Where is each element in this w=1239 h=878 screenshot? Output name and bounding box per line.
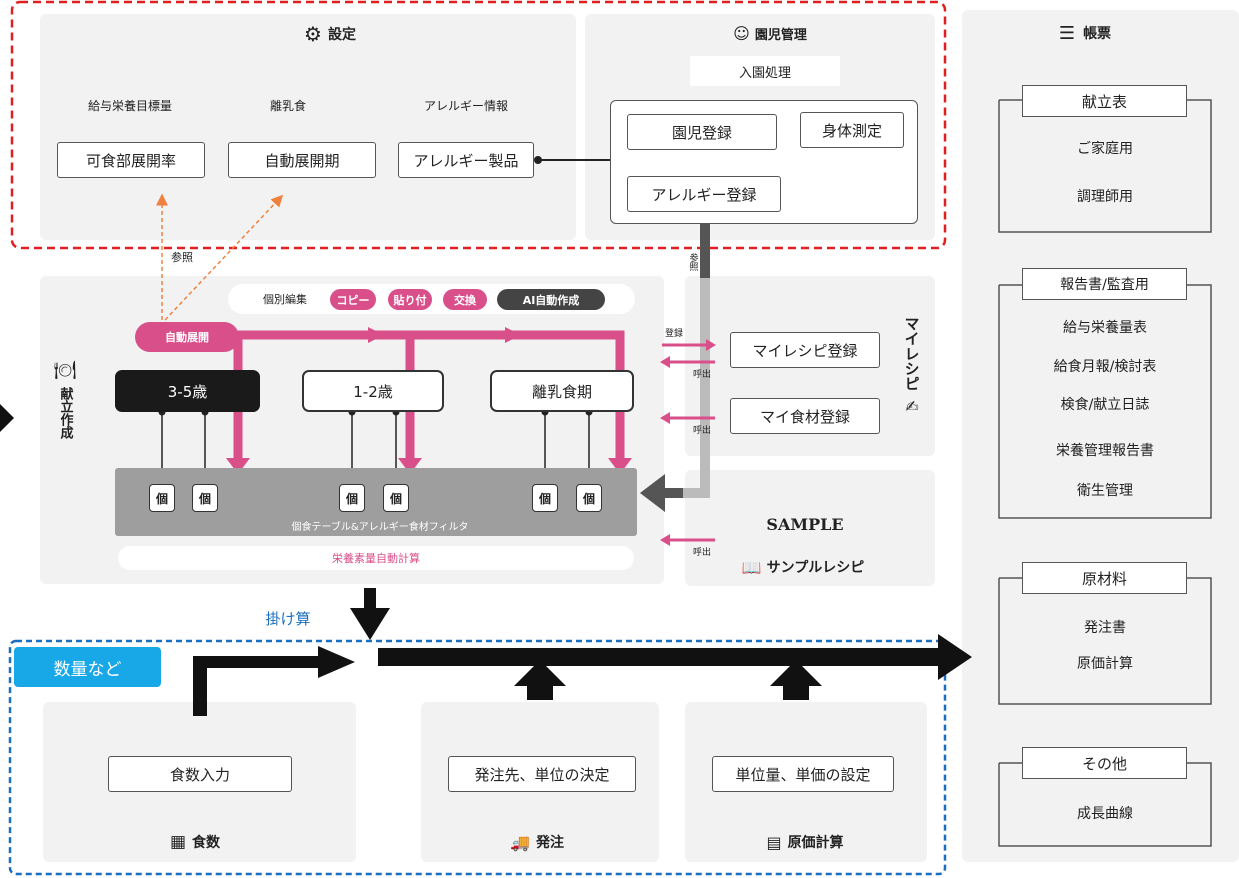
- report-group-header[interactable]: 報告書/監査用: [1022, 268, 1187, 300]
- my-ingredient-register-button[interactable]: マイ食材登録: [730, 398, 880, 434]
- ref-label: 参照: [171, 251, 193, 264]
- settings-panel: [40, 14, 576, 240]
- quantity-badge: 数量など: [14, 647, 161, 687]
- report-item[interactable]: 調理師用: [1077, 189, 1133, 205]
- filter-label: 個食テーブル&アレルギー食材フィルタ: [291, 521, 469, 533]
- order-title: 🚚 発注: [510, 832, 564, 852]
- admission-label: 入園処理: [690, 56, 840, 86]
- individual-mark[interactable]: 個: [532, 484, 558, 512]
- document-icon: ☰: [1058, 22, 1076, 44]
- multiply-label: 掛け算: [265, 609, 311, 628]
- cost-title: ▤ 原価計算: [766, 832, 844, 852]
- allergy-register-button[interactable]: アレルギー登録: [627, 176, 781, 212]
- sample-recipe-label: 📖 サンプルレシピ: [741, 557, 865, 577]
- settings-highlight-frame: [10, 0, 947, 250]
- unit-price-setting-button[interactable]: 単位量、単価の設定: [712, 756, 894, 792]
- call-label: 呼出: [692, 369, 711, 380]
- individual-mark[interactable]: 個: [192, 484, 218, 512]
- reports-panel: [962, 10, 1239, 862]
- truck-icon: 🚚: [510, 832, 530, 852]
- settings-item-label-1: 給与栄養目標量: [87, 98, 172, 113]
- allergy-product-button[interactable]: アレルギー製品: [398, 142, 534, 178]
- child-mgmt-title: ☺ 園児管理: [733, 23, 807, 43]
- sample-title: SAMPLE: [766, 514, 844, 534]
- book-icon: 📖: [741, 557, 762, 577]
- report-item[interactable]: 給食月報/検討表: [1053, 359, 1157, 375]
- report-item[interactable]: ご家庭用: [1077, 141, 1133, 157]
- menu-title: 🍽 献立作成: [50, 360, 80, 480]
- myrecipe-title: マイレシピ ✍: [897, 316, 927, 436]
- call-label: 呼出: [692, 425, 711, 436]
- individual-edit-label: 個別編集: [263, 293, 307, 306]
- register-label: 登録: [664, 328, 683, 339]
- settings-item-label-3: アレルギー情報: [423, 98, 508, 113]
- swap-button[interactable]: 交換: [443, 289, 487, 310]
- individual-mark[interactable]: 個: [383, 484, 409, 512]
- report-group-header[interactable]: 原材料: [1022, 562, 1187, 594]
- child-register-button[interactable]: 園児登録: [627, 114, 777, 150]
- body-measure-button[interactable]: 身体測定: [800, 112, 904, 148]
- report-item[interactable]: 原価計算: [1077, 656, 1133, 672]
- quantity-highlight-frame: [8, 639, 947, 876]
- auto-expand-button[interactable]: 自動展開: [135, 322, 239, 352]
- call-label: 呼出: [692, 547, 711, 558]
- calculator-icon: ▤: [766, 832, 782, 852]
- calendar-icon: ▦: [169, 832, 187, 852]
- paste-button[interactable]: 貼り付: [388, 289, 432, 310]
- up-arrow-order: [514, 660, 566, 700]
- edible-ratio-button[interactable]: 可食部展開率: [57, 142, 205, 178]
- ai-generate-button[interactable]: AI自動作成: [497, 289, 605, 310]
- flow-arrow-left: [193, 646, 355, 716]
- nutrient-calc-label: 栄養素量自動計算: [118, 546, 634, 570]
- up-arrow-cost: [770, 660, 822, 700]
- report-item[interactable]: 栄養管理報告書: [1056, 443, 1154, 459]
- report-item[interactable]: 衛生管理: [1077, 483, 1133, 499]
- multiply-arrow: [350, 588, 390, 640]
- report-group-header[interactable]: その他: [1022, 747, 1187, 779]
- report-item[interactable]: 検食/献立日誌: [1060, 397, 1150, 413]
- meal-count-input-button[interactable]: 食数入力: [108, 756, 292, 792]
- child-link-label: 参照: [687, 253, 698, 271]
- individual-mark[interactable]: 個: [339, 484, 365, 512]
- copy-button[interactable]: コピー: [330, 289, 376, 310]
- my-recipe-register-button[interactable]: マイレシピ登録: [730, 332, 880, 368]
- meal-count-title: ▦ 食数: [169, 832, 221, 852]
- child-face-icon: ☺: [733, 23, 750, 43]
- gear-icon: ⚙: [304, 22, 322, 46]
- pen-icon: ✍: [905, 397, 919, 416]
- individual-mark[interactable]: 個: [576, 484, 602, 512]
- report-group-header[interactable]: 献立表: [1022, 85, 1187, 117]
- plate-icon: 🍽: [53, 360, 77, 381]
- age-3-5-button[interactable]: 3-5歳: [115, 370, 260, 412]
- report-item[interactable]: 成長曲線: [1077, 806, 1133, 822]
- report-item[interactable]: 給与栄養量表: [1063, 320, 1147, 336]
- weaning-button[interactable]: 離乳食期: [490, 370, 634, 412]
- individual-mark[interactable]: 個: [149, 484, 175, 512]
- auto-expansion-button[interactable]: 自動展開期: [228, 142, 376, 178]
- settings-item-label-2: 離乳食: [269, 98, 306, 113]
- settings-title: ⚙ 設定: [304, 22, 356, 46]
- order-decision-button[interactable]: 発注先、単位の決定: [448, 756, 636, 792]
- report-item[interactable]: 発注書: [1084, 620, 1126, 636]
- age-1-2-button[interactable]: 1-2歳: [302, 370, 444, 412]
- reports-title: ☰ 帳票: [1058, 22, 1112, 44]
- sample-panel: [685, 470, 935, 586]
